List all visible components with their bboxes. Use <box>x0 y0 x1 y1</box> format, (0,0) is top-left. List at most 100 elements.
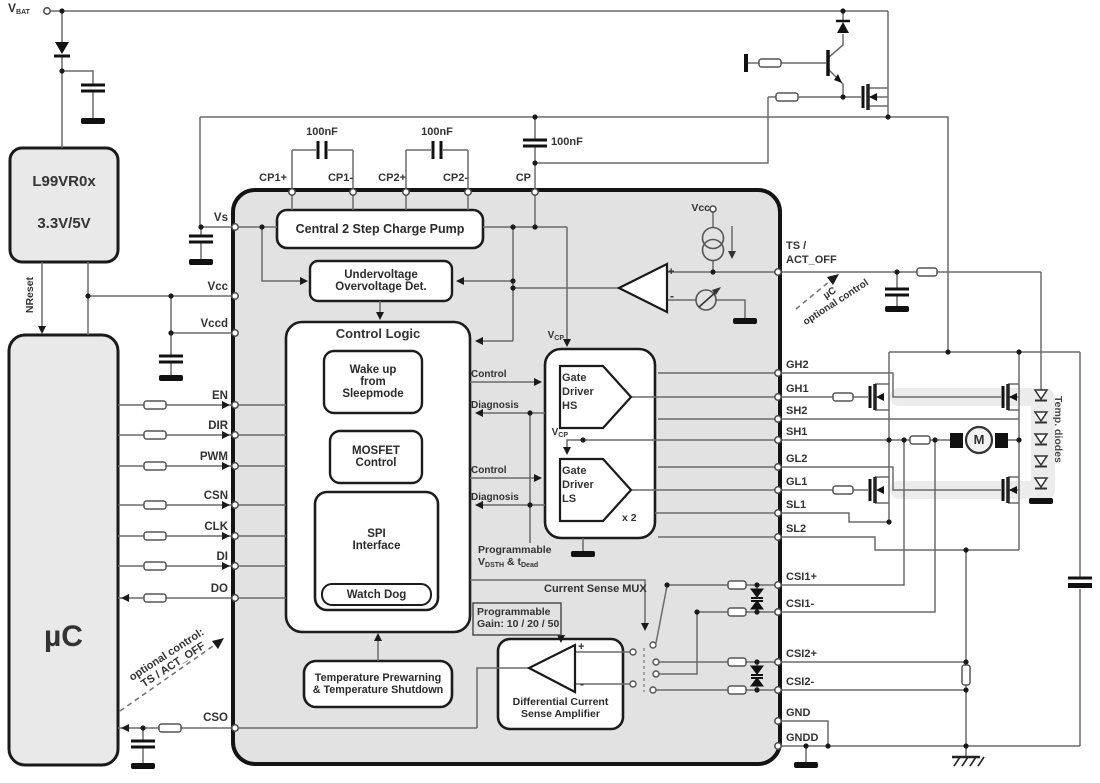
comparator-plus: + <box>668 266 675 278</box>
pin-csn: CSN <box>203 490 228 502</box>
diode-icon <box>54 42 70 58</box>
pin-cp1n: CP1- <box>327 172 353 184</box>
mosfet-icon <box>861 84 877 110</box>
gate-driver-ls-shape <box>558 457 633 523</box>
pin-terminals <box>43 7 782 750</box>
pin-cp1p: CP1+ <box>259 172 287 184</box>
diode-icon <box>750 588 764 687</box>
diagnosis-ls-label: Diagnosis <box>471 492 519 503</box>
components <box>54 19 1092 769</box>
pin-cp2p: CP2+ <box>378 172 406 184</box>
motor-icon <box>950 425 1008 455</box>
arrow-icon <box>728 251 736 259</box>
pin-gh1: GH1 <box>786 383 809 395</box>
pin-csi1p: CSI1+ <box>786 571 817 583</box>
microcontroller-body <box>7 333 120 767</box>
watchdog-block <box>321 583 432 606</box>
zener-diode-icon <box>836 19 850 33</box>
comparator-minus: - <box>670 289 674 303</box>
dashed-annotations <box>119 280 831 712</box>
pin-gndd: GNDD <box>786 732 819 744</box>
gain-label-box <box>472 602 562 636</box>
bjt-transistor-icon <box>744 50 842 83</box>
temperature-label: Temperature Prewarning& Temperature Shut… <box>312 672 444 696</box>
comparator-icon <box>616 262 669 314</box>
amp-plus: + <box>578 641 585 653</box>
pin-sh1: SH1 <box>786 426 808 438</box>
mosfet-control-block <box>328 429 424 485</box>
capacitor-icon <box>81 83 1092 749</box>
prog-vdsth-label: Programmable VDSTH & tDead <box>478 544 552 570</box>
spi-block <box>313 490 440 612</box>
control-logic-label: Control Logic <box>335 326 421 341</box>
vcp-top-label: VCP <box>547 330 564 342</box>
variable-source-icon <box>695 287 721 311</box>
regulator-output: 3.3V/5V <box>37 215 91 232</box>
pin-sl1: SL1 <box>786 499 807 511</box>
charge-pump-block <box>275 208 485 250</box>
pin-ts: TS / <box>786 240 807 252</box>
vcc-terminal <box>709 205 717 213</box>
pin-cp2n: CP2- <box>442 172 468 184</box>
pin-do: DO <box>210 583 228 595</box>
control-ls-label: Control <box>471 465 507 476</box>
opamp-icon <box>526 643 577 694</box>
pin-cp: CP <box>515 172 531 184</box>
pin-gl1: GL1 <box>786 476 808 488</box>
regulator-body <box>8 146 120 264</box>
mosfet-icon <box>868 384 1017 503</box>
pin-sl2: SL2 <box>786 523 807 535</box>
gate-driver-hs-shape <box>558 364 633 430</box>
charge-pump-label: Central 2 Step Charge Pump <box>295 222 465 236</box>
pin-di: DI <box>216 551 229 563</box>
earth-ground-icon <box>952 755 985 767</box>
mux-switch-icon <box>629 641 660 694</box>
pin-pwm: PWM <box>199 451 228 463</box>
pin-vccd: Vccd <box>200 318 229 330</box>
diagnosis-hs-label: Diagnosis <box>471 400 519 411</box>
current-source-icon <box>701 226 725 262</box>
vcc-source-label: Vcc <box>691 202 710 214</box>
cap2-value: 100nF <box>421 126 453 138</box>
vbat-label: VBAT <box>8 1 30 16</box>
cap3-value: 100nF <box>551 136 583 148</box>
motor-label: M <box>973 432 985 447</box>
pin-sh2: SH2 <box>786 405 808 417</box>
mux-label: Current Sense MUX <box>544 583 647 595</box>
nreset-label: NReset <box>23 276 36 314</box>
resistor-icon <box>143 58 971 733</box>
pin-vcc: Vcc <box>207 281 228 293</box>
vbat-terminal <box>43 7 51 15</box>
uc-label: µC <box>44 620 83 653</box>
regulator-name: L99VR0x <box>32 173 96 190</box>
pin-gh2: GH2 <box>786 359 809 371</box>
amp-minus: - <box>580 677 584 691</box>
pin-vs: Vs <box>213 212 228 224</box>
pin-gl2: GL2 <box>786 453 808 465</box>
arrowheads <box>38 274 839 732</box>
pin-csi1n: CSI1- <box>786 598 815 610</box>
capacitor-icon <box>1068 583 1092 588</box>
pin-en: EN <box>212 390 228 402</box>
control-hs-label: Control <box>471 369 507 380</box>
pin-csi2p: CSI2+ <box>786 648 817 660</box>
cap1-value: 100nF <box>306 126 338 138</box>
uv-ov-block <box>308 259 454 303</box>
vcp-mid-label: VCP <box>551 427 568 439</box>
temp-diodes-label: Temp. diodes <box>1052 396 1065 463</box>
pin-actoff: ACT_OFF <box>786 254 837 266</box>
junction-dots <box>59 8 1022 749</box>
pin-clk: CLK <box>204 521 228 533</box>
wakeup-block <box>322 349 424 415</box>
watchdog-label: Watch Dog <box>346 588 407 601</box>
function-blocks <box>275 208 657 731</box>
